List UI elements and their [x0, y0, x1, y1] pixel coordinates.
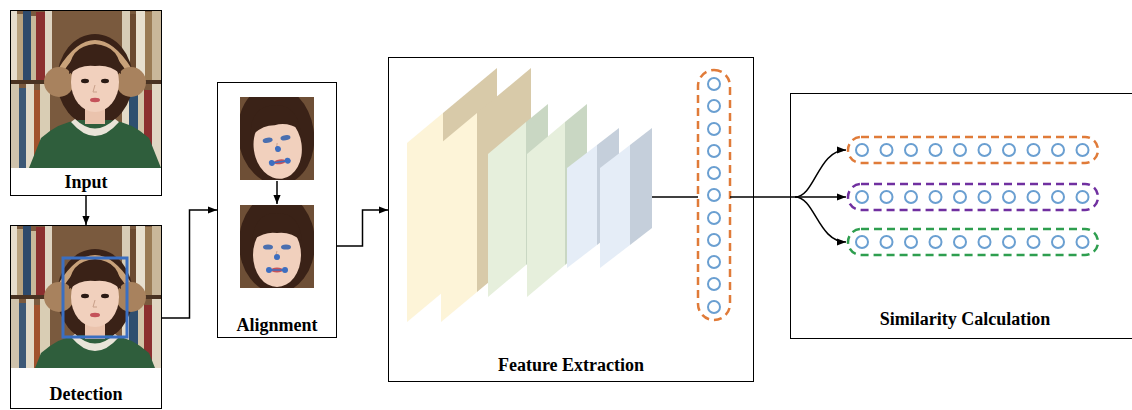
stage-box: Alignment — [217, 82, 337, 338]
gallery-vectors — [856, 191, 868, 203]
gallery-vectors — [954, 144, 966, 156]
feature-vector — [708, 256, 720, 268]
cnn-layers — [630, 128, 652, 245]
feature-vector — [708, 145, 720, 157]
gallery-vectors — [795, 137, 1098, 255]
cnn-layers — [407, 113, 443, 322]
gallery-vectors — [1077, 236, 1089, 248]
gallery-vectors — [848, 229, 1098, 255]
stage-box: Similarity Calculation — [790, 93, 1132, 339]
cnn-layers — [488, 122, 526, 297]
stage-label: Feature Extraction — [498, 355, 644, 376]
feature-vector — [708, 301, 720, 313]
stage-label: Alignment — [237, 315, 318, 336]
gallery-vectors — [979, 191, 991, 203]
gallery-vectors — [930, 191, 942, 203]
gallery-vectors — [905, 144, 917, 156]
detection-photo — [10, 225, 162, 383]
gallery-vectors — [979, 236, 991, 248]
cnn-layers — [441, 113, 477, 322]
cnn-layers — [652, 196, 698, 198]
gallery-vectors — [1003, 144, 1015, 156]
stage-box: Detection — [10, 225, 162, 409]
gallery-vectors — [1077, 144, 1089, 156]
feature-vector — [708, 278, 720, 290]
input-photo — [10, 10, 162, 168]
gallery-vectors — [905, 191, 917, 203]
gallery-vectors — [954, 191, 966, 203]
gallery-vectors — [881, 236, 893, 248]
gallery-vectors — [795, 197, 846, 242]
feature-vector — [708, 234, 720, 246]
gallery-vectors — [856, 144, 868, 156]
gallery-vectors — [856, 236, 868, 248]
feature-vector — [698, 70, 730, 320]
flow-arrow — [162, 210, 217, 318]
gallery-vectors — [1003, 191, 1015, 203]
stage-label: Detection — [50, 384, 123, 405]
gallery-vectors — [1028, 144, 1040, 156]
aligned-faces — [221, 79, 333, 300]
detection-photo — [10, 225, 162, 383]
gallery-vectors — [1052, 144, 1064, 156]
face-box — [63, 258, 127, 337]
feature-vector — [708, 189, 720, 201]
gallery-vectors — [856, 144, 1089, 248]
feature-vector — [698, 70, 753, 320]
feature-vector — [708, 100, 720, 112]
stage-label: Input — [64, 172, 107, 193]
gallery-vectors — [1077, 191, 1089, 203]
flow-arrow — [754, 196, 846, 198]
stage-label: Similarity Calculation — [880, 309, 1051, 330]
gallery-vectors — [881, 144, 893, 156]
cnn-layers — [567, 145, 597, 268]
stage-box: Feature Extraction — [388, 57, 754, 382]
gallery-vectors — [1028, 191, 1040, 203]
gallery-vectors — [930, 236, 942, 248]
cnn-layers — [527, 122, 565, 297]
feature-vector — [730, 196, 753, 198]
gallery-vectors — [1003, 236, 1015, 248]
feature-vector — [708, 78, 720, 313]
stage-box: Input — [10, 10, 162, 196]
feature-vector — [708, 212, 720, 224]
flow-arrow — [85, 196, 87, 225]
gallery-vectors — [848, 137, 1098, 163]
gallery-vectors — [848, 184, 1098, 210]
flow-arrow — [337, 210, 388, 246]
gallery-vectors — [881, 191, 893, 203]
align-arrow — [276, 181, 278, 204]
gallery-vectors — [979, 144, 991, 156]
feature-vector — [708, 167, 720, 179]
gallery-vectors — [795, 150, 846, 197]
gallery-vectors — [930, 144, 942, 156]
gallery-vectors — [1028, 236, 1040, 248]
cnn-layers — [407, 68, 698, 322]
gallery-vectors — [905, 236, 917, 248]
gallery-vectors — [954, 236, 966, 248]
gallery-vectors — [1052, 236, 1064, 248]
gallery-vectors — [1052, 191, 1064, 203]
aligned-faces — [221, 79, 333, 199]
feature-vector — [708, 123, 720, 135]
feature-vector — [708, 78, 720, 90]
cnn-layers — [600, 145, 630, 268]
aligned-faces — [228, 193, 326, 300]
input-photo — [10, 10, 162, 168]
